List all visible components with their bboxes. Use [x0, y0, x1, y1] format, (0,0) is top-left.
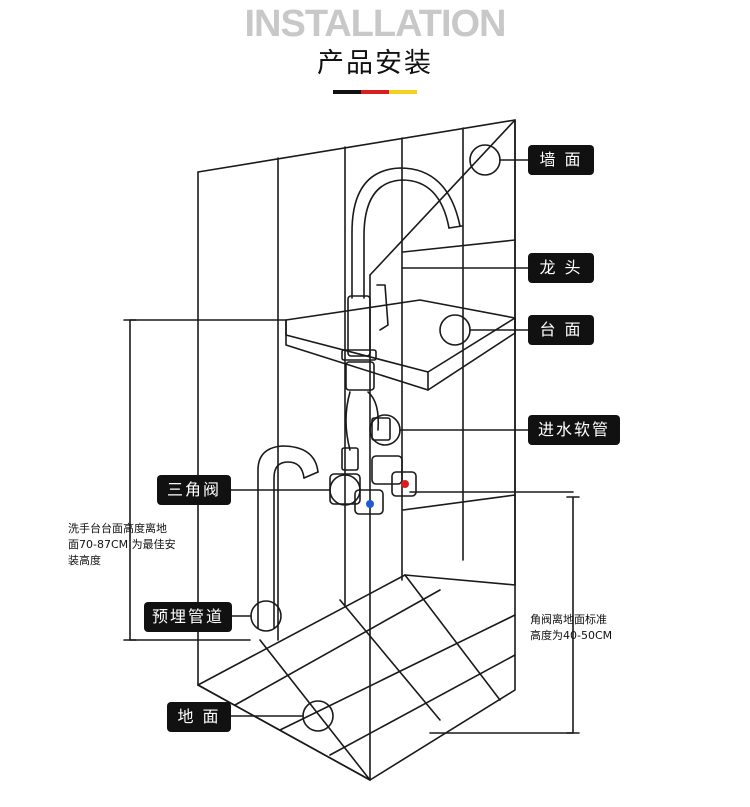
note-valve-height: 角阀离地面标准 高度为40-50CM	[530, 612, 640, 644]
countertop-slab	[285, 299, 516, 373]
note-valve-line-1: 角阀离地面标准	[530, 613, 607, 626]
label-countertop: 台 面	[528, 315, 594, 345]
note-valve-line-2: 高度为40-50CM	[530, 629, 613, 642]
note-basin-height: 洗手台台面高度离地 面70-87CM 为最佳安 装高度	[68, 521, 196, 569]
label-inlet-hose: 进水软管	[528, 415, 620, 445]
note-basin-line-3: 装高度	[68, 554, 101, 567]
label-wall: 墙 面	[528, 145, 594, 175]
title-chinese: 产品安装	[317, 48, 433, 79]
floor-outline	[197, 574, 516, 781]
label-embedded-pipe: 预埋管道	[144, 602, 232, 632]
label-faucet: 龙 头	[528, 253, 594, 283]
note-basin-line-2: 面70-87CM 为最佳安	[68, 538, 176, 551]
stripe-yellow	[389, 90, 417, 94]
hose-icon	[341, 361, 391, 471]
label-floor: 地 面	[167, 702, 231, 732]
label-angle-valve: 三角阀	[157, 475, 231, 505]
title-english: INSTALLATION	[244, 3, 507, 45]
basin-dimension	[123, 319, 137, 641]
stripe-black	[333, 90, 361, 94]
back-wall	[369, 119, 516, 276]
drain-pipe-icon	[257, 445, 319, 629]
stripe-red	[361, 90, 389, 94]
note-basin-line-1: 洗手台台面高度离地	[68, 522, 167, 535]
faucet-icon	[341, 167, 463, 361]
